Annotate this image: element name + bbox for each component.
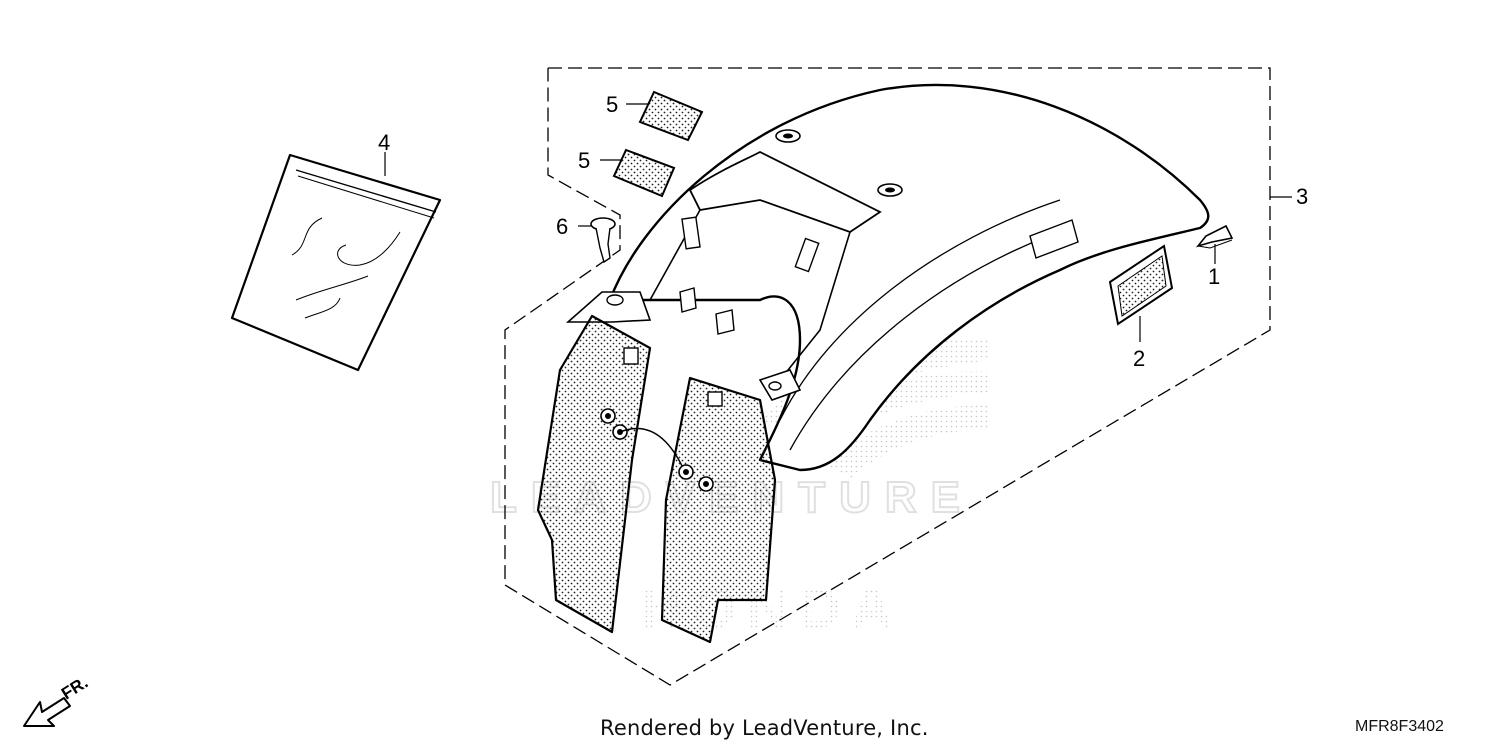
diagram-code: MFR8F3402 [1355, 718, 1444, 735]
callout-3: 3 [1296, 184, 1308, 209]
part-5-reflector-upper [638, 90, 704, 142]
part-3-rear-fender [565, 83, 1210, 472]
front-direction-indicator: FR. [23, 673, 91, 727]
part-4-bag [230, 153, 442, 372]
part-6-clip [590, 217, 616, 264]
callout-2: 2 [1133, 346, 1145, 371]
assembly-dashed-border [504, 67, 1271, 686]
part-5-reflector-lower [612, 148, 676, 198]
callout-1: 1 [1208, 264, 1220, 289]
callout-5-lower: 5 [578, 148, 590, 173]
rendered-by-credit: Rendered by LeadVenture, Inc. [600, 716, 929, 740]
callout-6: 6 [556, 214, 568, 239]
front-arrow-icon [23, 697, 71, 727]
part-1-tab [1195, 224, 1234, 249]
mud-flap-left [536, 314, 685, 634]
leader-lines [384, 103, 1292, 342]
mud-flap-right [660, 376, 777, 644]
callout-4: 4 [378, 130, 390, 155]
part-2-reflector [1108, 244, 1174, 326]
callout-5-upper: 5 [606, 92, 618, 117]
